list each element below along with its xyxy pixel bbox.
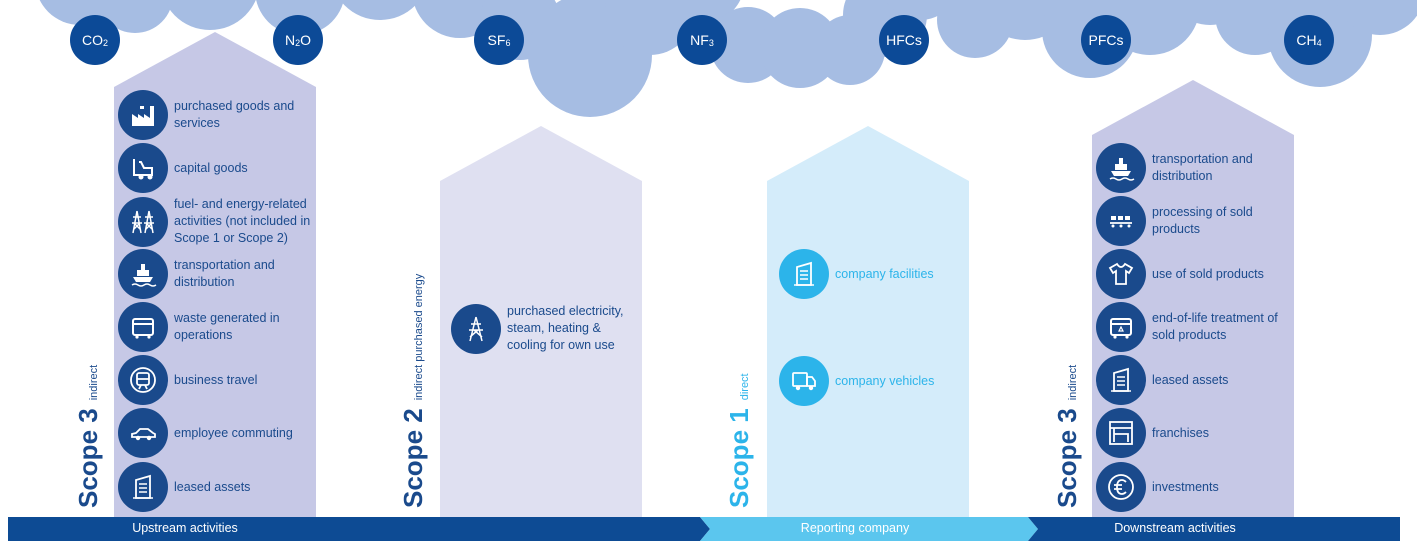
power-pylon-icon	[451, 303, 501, 354]
list-item: leased assets	[1096, 355, 1296, 405]
storefront-icon	[1096, 408, 1146, 458]
power-pylon-icon	[118, 196, 168, 247]
tshirt-icon	[1096, 249, 1146, 299]
upstream-arrow	[114, 32, 316, 520]
gas-pfcs: PFCs	[1081, 15, 1131, 65]
list-item: purchased electricity, steam, heating & …	[451, 303, 641, 354]
list-item: end-of-life treatment of sold products	[1096, 302, 1296, 352]
train-icon	[118, 355, 168, 405]
list-item: processing of sold products	[1096, 196, 1296, 246]
scope2-arrow	[440, 126, 642, 520]
truck-icon	[779, 356, 829, 406]
list-item: fuel- and energy-related activities (not…	[118, 196, 318, 247]
conveyor-icon	[1096, 196, 1146, 246]
building-icon	[779, 249, 829, 299]
building-icon	[1096, 355, 1146, 405]
factory-icon	[118, 90, 168, 140]
ship-icon	[1096, 143, 1146, 193]
list-item: transportation and distribution	[118, 249, 318, 299]
list-item: investments	[1096, 462, 1296, 512]
list-item: purchased goods and services	[118, 90, 318, 140]
list-item: company facilities	[779, 249, 969, 299]
list-item: leased assets	[118, 462, 318, 512]
upstream-activities-label: Upstream activities	[132, 521, 238, 535]
list-item: employee commuting	[118, 408, 318, 458]
ship-icon	[118, 249, 168, 299]
downstream-activities-label: Downstream activities	[1114, 521, 1236, 535]
waste-container-icon	[118, 302, 168, 352]
recycling-bin-icon	[1096, 302, 1146, 352]
car-icon	[118, 408, 168, 458]
bottom-band	[8, 517, 1400, 541]
gas-hfcs: HFCs	[879, 15, 929, 65]
list-item: capital goods	[118, 143, 318, 193]
downstream-arrow	[1092, 80, 1294, 520]
list-item: waste generated in operations	[118, 302, 318, 352]
list-item: company vehicles	[779, 356, 969, 406]
euro-icon	[1096, 462, 1146, 512]
building-icon	[118, 462, 168, 512]
list-item: franchises	[1096, 408, 1296, 458]
reporting-company-label: Reporting company	[800, 521, 910, 535]
list-item: business travel	[118, 355, 318, 405]
scope1-arrow	[767, 126, 969, 520]
list-item: transportation and distribution	[1096, 143, 1296, 193]
list-item: use of sold products	[1096, 249, 1296, 299]
forklift-icon	[118, 143, 168, 193]
